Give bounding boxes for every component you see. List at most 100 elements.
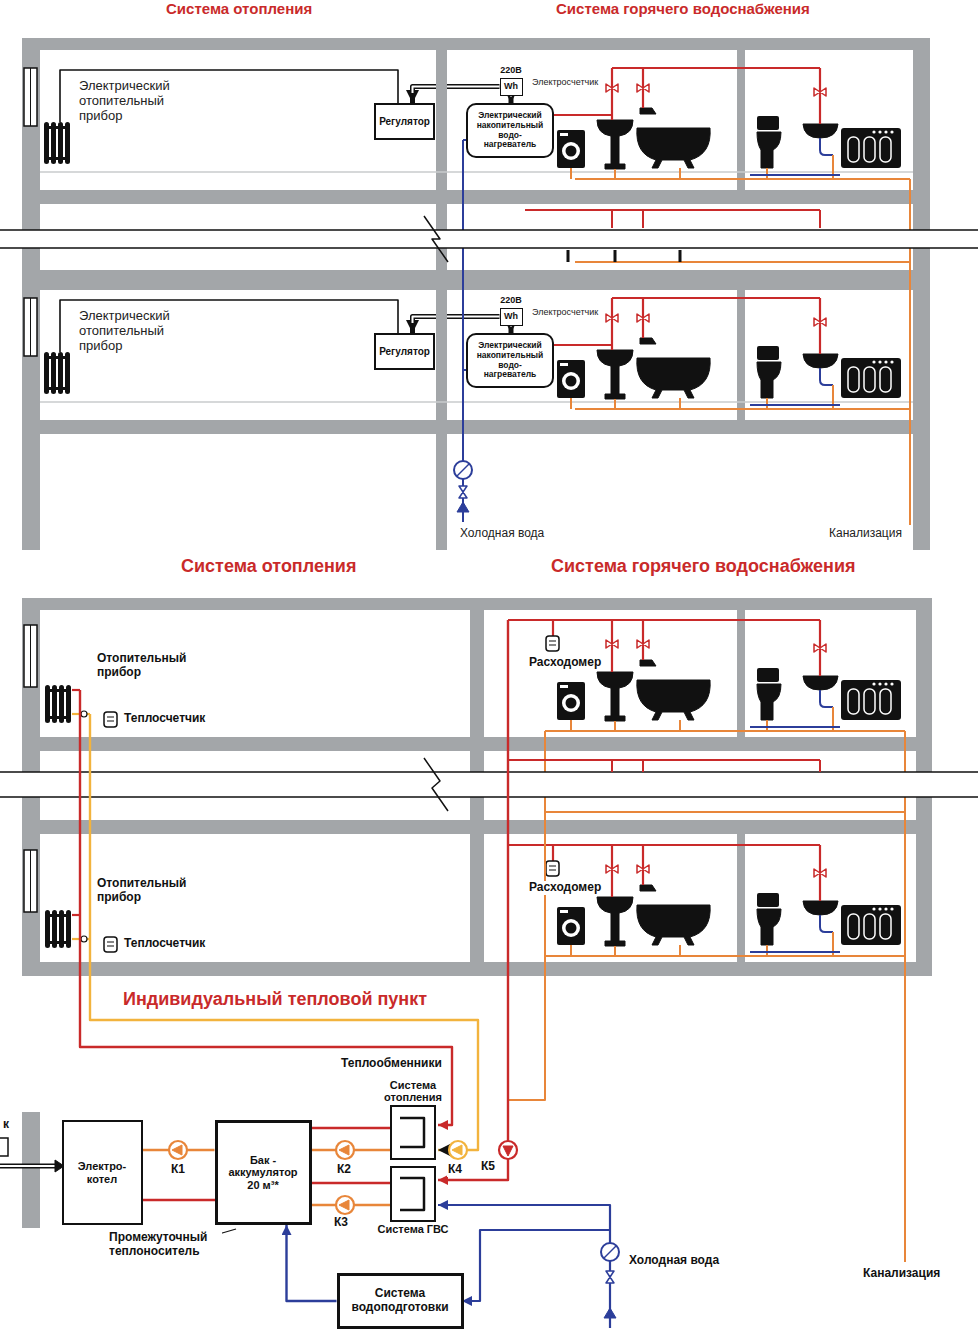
power-connector (509, 326, 514, 334)
valve-symbol (637, 84, 649, 92)
circulation-pipe (545, 811, 905, 813)
sink-trap (820, 138, 833, 155)
stove-knob (884, 682, 887, 685)
pump-arrow (172, 1145, 182, 1155)
stove-knob (872, 130, 875, 133)
label-text: К4 (447, 1163, 463, 1177)
window-frame (30, 625, 31, 687)
stove-knob (890, 682, 893, 685)
washbasin-symbol (597, 672, 633, 721)
heat-exchanger: Система ГВС (390, 1166, 436, 1222)
stove-burner (848, 367, 859, 392)
heating-return-pipe (90, 714, 478, 1150)
valve-symbol (637, 865, 649, 873)
meter-icon (104, 712, 117, 727)
hot-water-pipe (508, 760, 820, 772)
heat-meter-sensor (81, 936, 87, 942)
cold-water-pipe (750, 726, 840, 728)
stove-knob (878, 907, 881, 910)
break-zigzag (424, 758, 448, 811)
window-symbol (24, 68, 37, 126)
toilet-tank (757, 116, 779, 130)
washing-machine-door (562, 694, 580, 712)
label-text: Система отопления (165, 0, 313, 17)
washing-machine-drum (566, 698, 577, 709)
building-structure (22, 737, 932, 751)
cold-water-branch (462, 1230, 610, 1301)
label-text: Система горячего водоснабжения (555, 0, 811, 17)
label-text: Электросчетчик (531, 307, 599, 317)
stove-burner (864, 689, 875, 714)
stove-knob (872, 360, 875, 363)
node-text: 220В (494, 65, 528, 75)
cold-water-pipe (438, 1205, 610, 1328)
meter-dial (549, 866, 556, 870)
label-text: К5 (480, 1160, 496, 1174)
node-text: 220В (494, 295, 528, 305)
stove-knob (890, 360, 893, 363)
stove-burner (864, 137, 875, 162)
valve-symbol (459, 486, 467, 498)
meter-icon (546, 636, 559, 651)
stove-knob (884, 907, 887, 910)
flow-arrow (604, 1308, 616, 1318)
node-text: Регулятор (379, 346, 430, 358)
pump-arrow (452, 1145, 462, 1155)
toilet-tank (757, 893, 779, 907)
sink-trap (820, 368, 833, 385)
water-meter-symbol (601, 1243, 619, 1261)
radiator-header (44, 356, 70, 359)
washing-machine-drum (566, 923, 577, 934)
stove-knob (884, 130, 887, 133)
building-structure (737, 50, 745, 190)
building-structure (22, 420, 930, 434)
building-structure (436, 38, 447, 550)
building-structure (22, 1112, 40, 1228)
label-text: Холодная вода (628, 1254, 720, 1268)
washing-machine (557, 360, 585, 398)
stove-knob (878, 130, 881, 133)
label-text: Электрический отопительный прибор (78, 79, 192, 124)
valve-symbol (814, 318, 826, 326)
bathtub-symbol (637, 358, 710, 398)
building-structure (22, 38, 930, 50)
hot-water-riser (438, 620, 508, 1180)
node-text: Wh (504, 311, 518, 321)
label-text: Расходомер (528, 656, 602, 670)
node-text: Система отопления (377, 1079, 449, 1104)
stove-burner (880, 689, 891, 714)
meter-dial (107, 717, 114, 721)
water-meter-needle (604, 1246, 616, 1258)
hot-water-pipe (508, 620, 820, 676)
node-text: Электрический накопительный водо- нагрев… (471, 341, 549, 380)
washing-machine-door (562, 142, 580, 160)
building-structure (737, 610, 745, 737)
energy-meter: 220ВWh (500, 78, 523, 96)
stove-burner (864, 367, 875, 392)
break-line (0, 230, 978, 248)
radiator-header (44, 126, 70, 129)
radiator-header (45, 716, 71, 719)
valve-symbol (606, 640, 618, 648)
radiator-header (45, 914, 71, 917)
meter-icon (104, 937, 117, 952)
washbasin-symbol (597, 350, 633, 399)
window-frame (30, 68, 31, 126)
exchanger-plate (400, 1118, 424, 1210)
shower-head (640, 108, 656, 114)
radiator-header (44, 387, 70, 390)
pump-arrow (503, 1146, 513, 1156)
shower-head (640, 660, 656, 666)
water-meter-needle (457, 464, 469, 476)
valve-symbol (814, 644, 826, 652)
label-text: Электрический отопительный прибор (78, 309, 192, 354)
stove-burner (880, 914, 891, 939)
meter-icon (546, 861, 559, 876)
water-treatment-box: Система водоподготовки (337, 1273, 464, 1329)
building-structure (22, 820, 932, 834)
node-text: Электрический накопительный водо- нагрев… (471, 111, 549, 150)
cold-water-pipe (750, 951, 840, 953)
label-text: Электросчетчик (531, 77, 599, 87)
circulation-pipe (545, 707, 905, 731)
